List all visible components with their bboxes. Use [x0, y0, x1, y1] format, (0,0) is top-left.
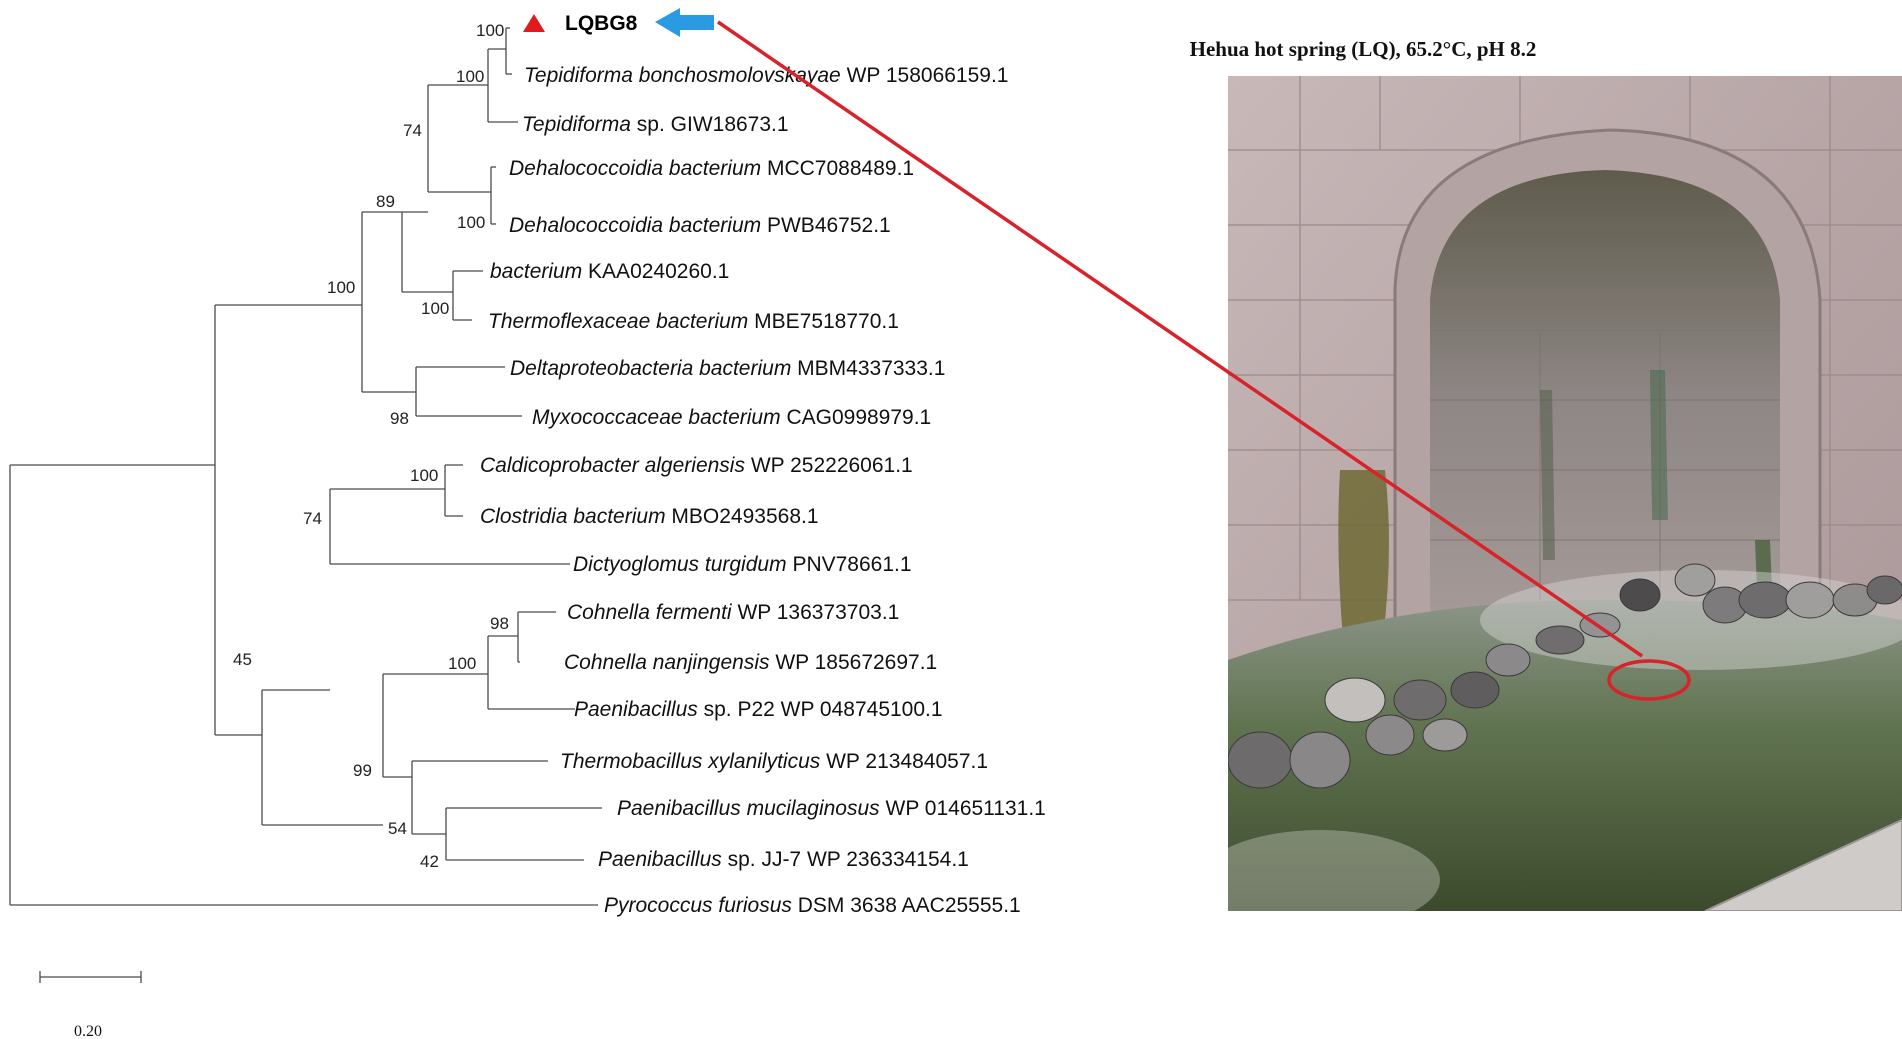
highlight-taxon-label: LQBG8 — [565, 12, 638, 35]
taxon-label: Cohnella nanjingensis WP 185672697.1 — [564, 651, 937, 674]
taxon-label: Dehalococcoidia bacterium PWB46752.1 — [509, 214, 891, 237]
taxon-label: Cohnella fermenti WP 136373703.1 — [567, 601, 899, 624]
taxon-labels: Tepidiforma bonchosmolovskayae WP 158066… — [480, 64, 1046, 917]
bootstrap-value: 100 — [410, 466, 438, 485]
bootstrap-value: 100 — [456, 67, 484, 86]
triangle-marker-icon — [523, 14, 545, 32]
taxon-label: Dehalococcoidia bacterium MCC7088489.1 — [509, 157, 914, 180]
bootstrap-value: 98 — [390, 409, 409, 428]
bootstrap-value: 99 — [353, 761, 372, 780]
taxon-label: Thermobacillus xylanilyticus WP 21348405… — [560, 750, 988, 773]
taxon-label: Deltaproteobacteria bacterium MBM4337333… — [510, 357, 945, 380]
taxon-label: Myxococcaceae bacterium CAG0998979.1 — [532, 406, 931, 429]
bootstrap-value: 100 — [476, 21, 504, 40]
taxon-label: Paenibacillus mucilaginosus WP 014651131… — [617, 797, 1046, 820]
taxon-label: Paenibacillus sp. JJ-7 WP 236334154.1 — [598, 848, 969, 871]
sample-location-ellipse — [1607, 659, 1691, 701]
tree-branches — [9, 27, 602, 906]
bootstrap-value: 54 — [388, 819, 407, 838]
bootstrap-values: 100 100 74 100 89 100 100 98 100 74 98 1… — [233, 21, 509, 871]
bootstrap-value: 100 — [421, 299, 449, 318]
bootstrap-value: 42 — [420, 852, 439, 871]
scale-label: 0.20 — [74, 1023, 102, 1039]
taxon-label: Clostridia bacterium MBO2493568.1 — [480, 505, 819, 528]
taxon-label: Paenibacillus sp. P22 WP 048745100.1 — [574, 698, 943, 721]
bootstrap-value: 74 — [303, 509, 322, 528]
taxon-label: Caldicoprobacter algeriensis WP 25222606… — [480, 454, 913, 477]
bootstrap-value: 100 — [327, 278, 355, 297]
bootstrap-value: 74 — [403, 121, 422, 140]
hot-spring-photo — [1228, 76, 1902, 911]
taxon-label: Pyrococcus furiosus DSM 3638 AAC25555.1 — [604, 894, 1021, 917]
bootstrap-value: 100 — [448, 654, 476, 673]
bootstrap-value: 100 — [457, 213, 485, 232]
bootstrap-value: 89 — [376, 192, 395, 211]
taxon-label: Tepidiforma bonchosmolovskayae WP 158066… — [524, 64, 1009, 87]
bootstrap-value: 45 — [233, 650, 252, 669]
bootstrap-value: 98 — [490, 614, 509, 633]
taxon-label: Tepidiforma sp. GIW18673.1 — [522, 113, 789, 136]
photo-title: Hehua hot spring (LQ), 65.2°C, pH 8.2 — [1190, 37, 1537, 61]
taxon-label: bacterium KAA0240260.1 — [490, 260, 729, 283]
arrow-left-icon — [655, 8, 714, 37]
scale-bar — [39, 971, 142, 983]
pointer-line — [717, 20, 1643, 658]
taxon-label: Dictyoglomus turgidum PNV78661.1 — [573, 553, 912, 576]
taxon-label: Thermoflexaceae bacterium MBE7518770.1 — [488, 310, 899, 333]
